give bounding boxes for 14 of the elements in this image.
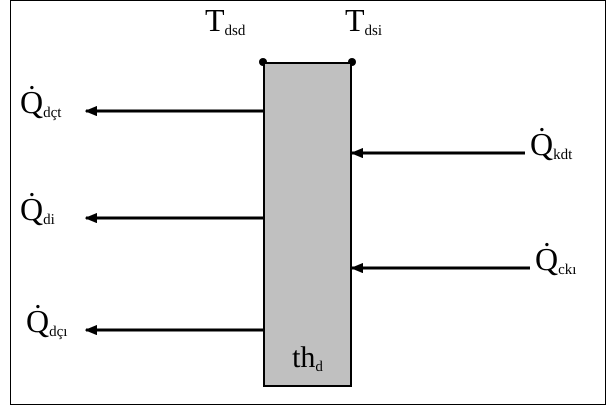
- heat-flow-label: Q̇$_{dçt}$: [20, 86, 62, 118]
- temperature-label: T$_{dsd}$: [205, 2, 246, 38]
- arrow: [84, 324, 263, 337]
- heat-flow-label: Q̇$_{di}$: [20, 193, 55, 225]
- heat-flow-label: Q̇$_{ckı}$: [535, 243, 576, 275]
- wall-box: [263, 62, 352, 387]
- arrow: [84, 104, 263, 118]
- arrow: [350, 262, 530, 275]
- wall-label: th$_{d}$: [292, 343, 323, 373]
- heat-flow-label: Q̇$_{dçı}$: [26, 305, 68, 337]
- heat-flow-label: Q̇$_{kdt}$: [530, 128, 572, 160]
- temperature-label: T$_{dsi}$: [345, 2, 382, 38]
- arrow: [84, 212, 263, 225]
- arrow: [350, 146, 525, 160]
